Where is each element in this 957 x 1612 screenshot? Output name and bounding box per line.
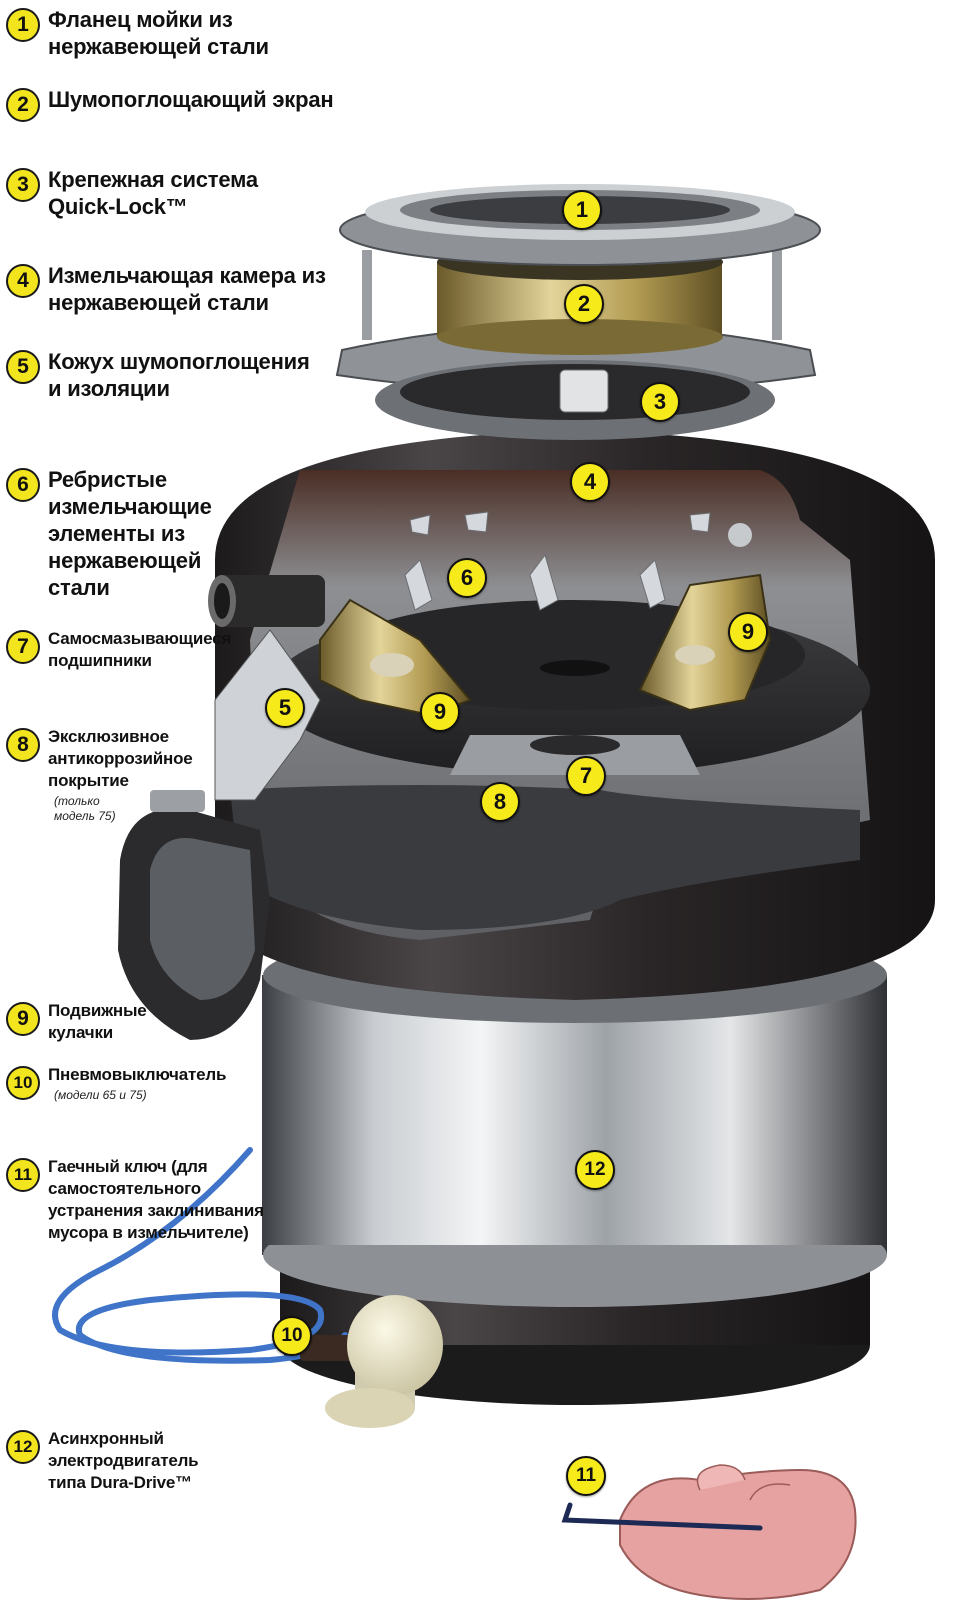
legend-label: Самосмазывающиеся подшипники [48, 629, 232, 670]
legend-item-9: 9 Подвижные кулачки [6, 1000, 147, 1044]
callout-10: 10 [272, 1316, 312, 1356]
legend-label: Фланец мойки из нержавеющей стали [48, 7, 269, 59]
callout-9-left: 9 [420, 692, 460, 732]
legend-note: (модели 65 и 75) [54, 1088, 147, 1102]
legend-number-badge: 5 [6, 350, 40, 384]
callout-11: 11 [566, 1456, 606, 1496]
legend-item-11: 11 Гаечный ключ (для самостоятельного ус… [6, 1156, 264, 1244]
legend-number-badge: 9 [6, 1002, 40, 1036]
legend-label: Эксклюзивное антикоррозийное покрытие [48, 727, 193, 790]
legend-number-badge: 6 [6, 468, 40, 502]
legend-label: Крепежная система Quick-Lock™ [48, 167, 258, 219]
callout-12: 12 [575, 1150, 615, 1190]
legend-item-7: 7 Самосмазывающиеся подшипники [6, 628, 231, 672]
legend-label: Шумопоглощающий экран [48, 87, 334, 112]
legend-item-3: 3 Крепежная система Quick-Lock™ [6, 166, 258, 220]
legend-label: Ребристые измельчающие элементы из нержа… [48, 467, 212, 600]
legend-number-badge: 8 [6, 728, 40, 762]
legend-label: Гаечный ключ (для самостоятельного устра… [48, 1157, 264, 1242]
legend-label: Пневмовыключатель [48, 1065, 227, 1084]
legend-item-4: 4 Измельчающая камера из нержавеющей ста… [6, 262, 326, 316]
callout-2: 2 [564, 284, 604, 324]
legend-number-badge: 12 [6, 1430, 40, 1464]
legend-item-12: 12 Асинхронный электродвигатель типа Dur… [6, 1428, 199, 1494]
callout-8: 8 [480, 782, 520, 822]
legend-label: Измельчающая камера из нержавеющей стали [48, 263, 326, 315]
legend-number-badge: 11 [6, 1158, 40, 1192]
legend-item-8: 8 Эксклюзивное антикоррозийное покрытие … [6, 726, 193, 824]
legend-number-badge: 10 [6, 1066, 40, 1100]
legend-item-2: 2 Шумопоглощающий экран [6, 86, 334, 122]
legend-item-1: 1 Фланец мойки из нержавеющей стали [6, 6, 269, 60]
callout-3: 3 [640, 382, 680, 422]
legend-note: (только модель 75) [54, 794, 116, 823]
legend-label: Подвижные кулачки [48, 1001, 147, 1042]
legend-item-5: 5 Кожух шумопоглощения и изоляции [6, 348, 310, 402]
callout-6: 6 [447, 558, 487, 598]
callout-5: 5 [265, 688, 305, 728]
legend-number-badge: 2 [6, 88, 40, 122]
callout-7: 7 [566, 756, 606, 796]
legend-item-10: 10 Пневмовыключатель (модели 65 и 75) [6, 1064, 226, 1103]
legend-label: Асинхронный электродвигатель типа Dura-D… [48, 1429, 199, 1492]
legend-number-badge: 1 [6, 8, 40, 42]
callout-9-right: 9 [728, 612, 768, 652]
callout-1: 1 [562, 190, 602, 230]
callout-4: 4 [570, 462, 610, 502]
legend-number-badge: 3 [6, 168, 40, 202]
legend-label: Кожух шумопоглощения и изоляции [48, 349, 310, 401]
legend-number-badge: 7 [6, 630, 40, 664]
legend-number-badge: 4 [6, 264, 40, 298]
legend-item-6: 6 Ребристые измельчающие элементы из нер… [6, 466, 212, 601]
